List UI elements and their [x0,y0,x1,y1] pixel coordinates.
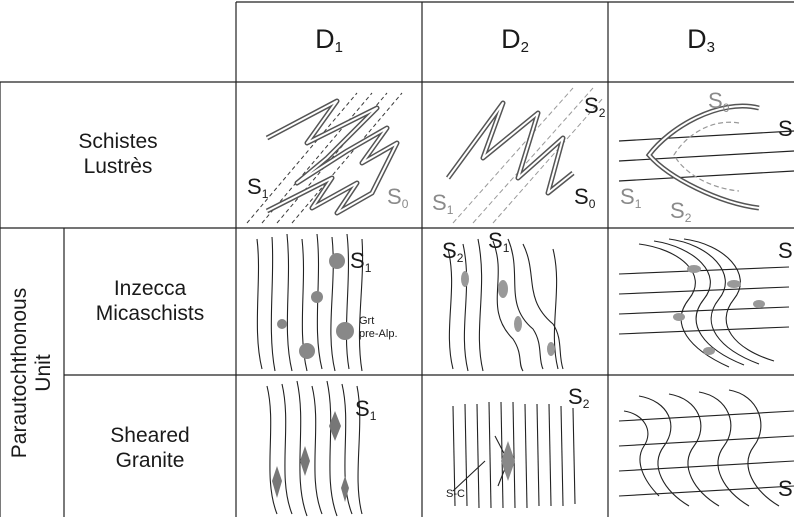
label-s1-inzecca-d2: S1 [488,230,509,259]
label-s1-schistes-d1: S1 [247,176,268,205]
label-s2-inzecca-d2: S2 [442,240,463,269]
sketch-inzecca-d1 [237,229,421,374]
header-d2: D2 [422,24,608,56]
sketch-inzecca-d3 [609,229,794,374]
label-s0-schistes-d1: S0 [387,186,408,215]
label-s1-inzecca-d1: S1 [350,250,371,279]
label-s-inzecca-d3: S [778,240,793,262]
header-d3: D3 [608,24,794,56]
label-s1-schistes-d2: S1 [432,192,453,221]
label-s-granite-d3: S [778,478,793,500]
label-s-schistes-d3: S [778,118,793,140]
label-s0-schistes-d2: S0 [574,186,595,215]
label-s2-schistes-d2: S2 [584,95,605,124]
sketch-granite-d1 [237,376,421,517]
label-s0-schistes-d3: S0 [708,90,729,119]
label-s2-granite-d2: S2 [568,386,589,415]
label-pre-alp: pre-Alp. [359,328,398,340]
label-s1-granite-d1: S1 [355,398,376,427]
label-s-c: S-C [446,488,465,500]
label-grt: Grt [359,315,374,327]
sketch-granite-d3 [609,376,794,517]
label-s1-schistes-d3: S1 [620,186,641,215]
label-s2-schistes-d3: S2 [670,200,691,229]
header-d1: D1 [236,24,422,56]
